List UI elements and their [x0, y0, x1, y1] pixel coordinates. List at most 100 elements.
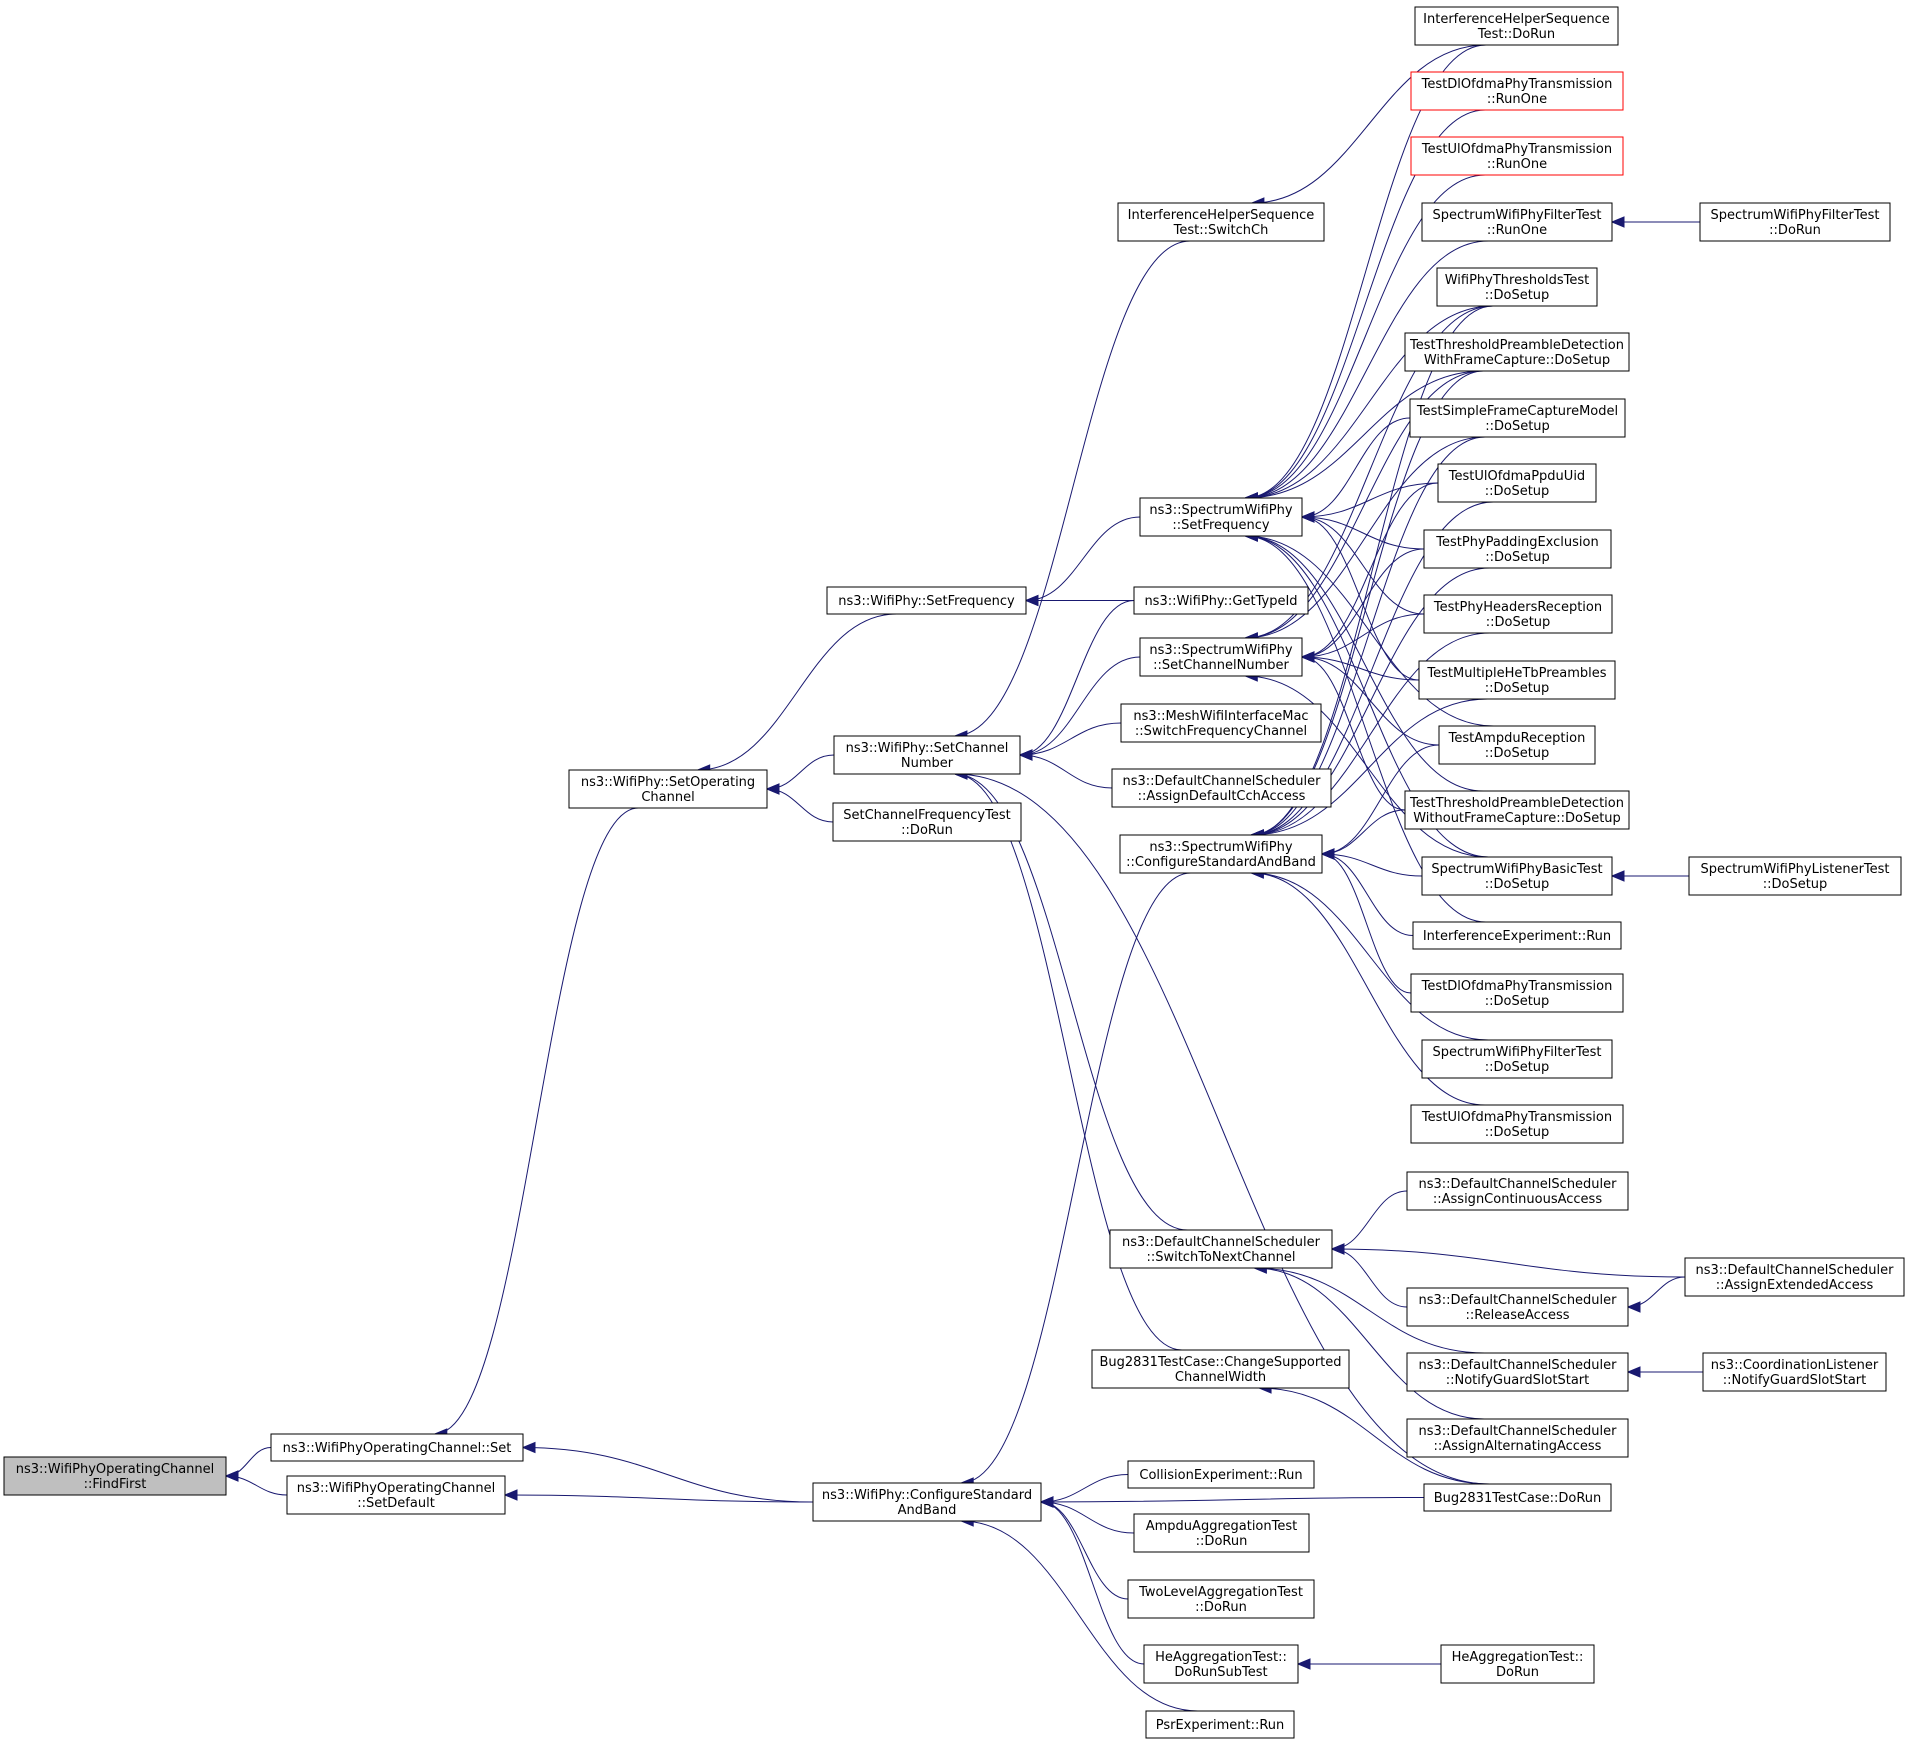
- node-label-line: ns3::WifiPhy::SetOperating: [581, 775, 755, 790]
- node-label-line: ::FindFirst: [84, 1477, 147, 1492]
- node-wpsetchnum[interactable]: ns3::WifiPhy::SetChannelNumber: [833, 735, 1021, 775]
- edge-wpsetchnum-bugdorun: [954, 773, 1490, 1485]
- node-label-line: ::NotifyGuardSlotStart: [1723, 1373, 1867, 1388]
- node-dcsext[interactable]: ns3::DefaultChannelScheduler::AssignExte…: [1684, 1257, 1905, 1297]
- node-box: [1410, 1104, 1624, 1144]
- edge-wpsetchnum-gettypeid: [1019, 600, 1135, 756]
- node-swplistener[interactable]: SpectrumWifiPhyListenerTest::DoSetup: [1688, 856, 1902, 896]
- node-bugchange[interactable]: Bug2831TestCase::ChangeSupportedChannelW…: [1091, 1349, 1350, 1389]
- node-setdefault[interactable]: ns3::WifiPhyOperatingChannel::SetDefault: [286, 1475, 506, 1515]
- node-label-line: ::SetDefault: [357, 1496, 435, 1511]
- node-dcsassigndef[interactable]: ns3::DefaultChannelScheduler::AssignDefa…: [1111, 768, 1332, 808]
- node-label-line: TestUlOfdmaPpduUid: [1448, 469, 1585, 484]
- edge-dcsswitch-dcscont: [1331, 1190, 1408, 1250]
- node-gettypeid[interactable]: ns3::WifiPhy::GetTypeId: [1133, 586, 1309, 615]
- node-bugdorun[interactable]: Bug2831TestCase::DoRun: [1423, 1483, 1612, 1512]
- node-meshsw[interactable]: ns3::MeshWifiInterfaceMac::SwitchFrequen…: [1120, 703, 1322, 743]
- edge-wpsetchnum-dcsassigndef: [1019, 754, 1113, 789]
- node-ttpdwithout[interactable]: TestThresholdPreambleDetectionWithoutFra…: [1404, 790, 1630, 830]
- node-wpthresh[interactable]: WifiPhyThresholdsTest::DoSetup: [1436, 267, 1598, 307]
- node-dcsalt[interactable]: ns3::DefaultChannelScheduler::AssignAlte…: [1406, 1418, 1629, 1458]
- node-label-line: ::SwitchFrequencyChannel: [1135, 724, 1307, 739]
- edge-swpsetchnum-tppe: [1301, 548, 1425, 658]
- node-dcsguard[interactable]: ns3::DefaultChannelScheduler::NotifyGuar…: [1406, 1352, 1629, 1392]
- edge-setopch-wpsetfreq: [697, 613, 897, 771]
- node-heaggsub[interactable]: HeAggregationTest::DoRunSubTest: [1143, 1644, 1299, 1684]
- node-scftest[interactable]: SetChannelFrequencyTest::DoRun: [832, 802, 1022, 842]
- node-swpconfstd[interactable]: ns3::SpectrumWifiPhy::ConfigureStandardA…: [1119, 834, 1323, 874]
- node-box: [1145, 1710, 1295, 1739]
- node-box: [1404, 790, 1630, 830]
- node-dcsswitch[interactable]: ns3::DefaultChannelScheduler::SwitchToNe…: [1109, 1229, 1333, 1269]
- node-ttpdwith[interactable]: TestThresholdPreambleDetectionWithFrameC…: [1404, 332, 1630, 372]
- node-label-line: ::DoSetup: [1485, 746, 1550, 761]
- node-heaggdorun[interactable]: HeAggregationTest::DoRun: [1440, 1644, 1595, 1684]
- node-label-line: ::DoSetup: [1485, 877, 1550, 892]
- node-label-line: ns3::DefaultChannelScheduler: [1419, 1293, 1618, 1308]
- node-tmhtb[interactable]: TestMultipleHeTbPreambles::DoSetup: [1418, 660, 1616, 700]
- edge-setdefault-wpconfstd: [504, 1494, 814, 1503]
- node-dlrunone[interactable]: TestDlOfdmaPhyTransmission::RunOne: [1410, 71, 1624, 111]
- node-swpfiltsetup[interactable]: SpectrumWifiPhyFilterTest::DoSetup: [1421, 1039, 1613, 1079]
- node-label-line: ns3::WifiPhy::GetTypeId: [1144, 594, 1297, 609]
- edge-set-setopch: [434, 807, 639, 1435]
- node-box: [1684, 1257, 1905, 1297]
- edge-dcsswitch-dcsguard: [1254, 1267, 1485, 1354]
- node-label-line: HeAggregationTest::: [1452, 1650, 1584, 1665]
- edge-swpsetfreq-wpthresh: [1245, 305, 1494, 499]
- edge-swpconfstd-dlsetup: [1321, 853, 1412, 994]
- node-tphr[interactable]: TestPhyHeadersReception::DoSetup: [1423, 594, 1613, 634]
- node-label-line: SpectrumWifiPhyFilterTest: [1433, 208, 1602, 223]
- node-label-line: ns3::DefaultChannelScheduler: [1419, 1358, 1618, 1373]
- node-wpconfstd[interactable]: ns3::WifiPhy::ConfigureStandardAndBand: [812, 1482, 1042, 1522]
- node-ampduagg[interactable]: AmpduAggregationTest::DoRun: [1133, 1513, 1310, 1553]
- edge-set-wpconfstd: [522, 1447, 814, 1503]
- node-label-line: ::DoSetup: [1485, 1060, 1550, 1075]
- node-intexp[interactable]: InterferenceExperiment::Run: [1412, 921, 1622, 950]
- node-swpbasic[interactable]: SpectrumWifiPhyBasicTest::DoSetup: [1421, 856, 1613, 896]
- node-label-line: ::AssignExtendedAccess: [1716, 1278, 1874, 1293]
- edge-swpsetchnum-tmhtb: [1301, 656, 1420, 681]
- edge-swpsetchnum-tphr: [1301, 613, 1425, 658]
- node-coordlist[interactable]: ns3::CoordinationListener::NotifyGuardSl…: [1702, 1352, 1887, 1392]
- node-label-line: ::ConfigureStandardAndBand: [1126, 855, 1316, 870]
- node-findfirst[interactable]: ns3::WifiPhyOperatingChannel::FindFirst: [3, 1456, 227, 1496]
- edge-swpsetchnum-tsfcm: [1245, 436, 1486, 639]
- edge-wpconfstd-bugdorun: [1040, 1497, 1425, 1503]
- node-wpsetfreq[interactable]: ns3::WifiPhy::SetFrequency: [826, 586, 1027, 615]
- node-label-line: Bug2831TestCase::ChangeSupported: [1099, 1355, 1341, 1370]
- edge-wpsetchnum-dcsswitch: [954, 773, 1188, 1231]
- node-dcsrelease[interactable]: ns3::DefaultChannelScheduler::ReleaseAcc…: [1406, 1287, 1629, 1327]
- node-tsfcm[interactable]: TestSimpleFrameCaptureModel::DoSetup: [1409, 398, 1626, 438]
- arrowhead-swpbasic-swplistener: [1610, 870, 1625, 882]
- node-tampdu[interactable]: TestAmpduReception::DoSetup: [1438, 725, 1596, 765]
- node-swpsetchnum[interactable]: ns3::SpectrumWifiPhy::SetChannelNumber: [1139, 637, 1303, 677]
- edge-swpsetchnum-ttpdwithout: [1301, 656, 1406, 811]
- node-box: [1702, 1352, 1887, 1392]
- node-label-line: Test::SwitchCh: [1173, 223, 1269, 238]
- edge-wpsetchnum-swpsetchnum: [1019, 656, 1141, 756]
- node-box: [1421, 202, 1613, 242]
- node-box: [1423, 529, 1612, 569]
- node-box: [1421, 1039, 1613, 1079]
- node-swpfiltdorun[interactable]: SpectrumWifiPhyFilterTest::DoRun: [1699, 202, 1891, 242]
- node-label-line: TestMultipleHeTbPreambles: [1426, 666, 1606, 681]
- node-ulrunone[interactable]: TestUlOfdmaPhyTransmission::RunOne: [1410, 136, 1624, 176]
- node-tppe[interactable]: TestPhyPaddingExclusion::DoSetup: [1423, 529, 1612, 569]
- node-twolevel[interactable]: TwoLevelAggregationTest::DoRun: [1127, 1579, 1315, 1619]
- node-swpsetfreq[interactable]: ns3::SpectrumWifiPhy::SetFrequency: [1139, 497, 1303, 537]
- node-label-line: ns3::WifiPhyOperatingChannel: [16, 1462, 215, 1477]
- node-ulsetup[interactable]: TestUlOfdmaPhyTransmission::DoSetup: [1410, 1104, 1624, 1144]
- node-swpfiltrunone[interactable]: SpectrumWifiPhyFilterTest::RunOne: [1421, 202, 1613, 242]
- node-box: [1127, 1579, 1315, 1619]
- node-dcscont[interactable]: ns3::DefaultChannelScheduler::AssignCont…: [1406, 1171, 1629, 1211]
- node-set[interactable]: ns3::WifiPhyOperatingChannel::Set: [270, 1433, 524, 1462]
- node-psrexp[interactable]: PsrExperiment::Run: [1145, 1710, 1295, 1739]
- node-collexp[interactable]: CollisionExperiment::Run: [1127, 1460, 1315, 1489]
- node-tulppdu[interactable]: TestUlOfdmaPpduUid::DoSetup: [1437, 463, 1597, 503]
- node-label-line: AmpduAggregationTest: [1146, 1519, 1297, 1534]
- node-dlsetup[interactable]: TestDlOfdmaPhyTransmission::DoSetup: [1410, 973, 1624, 1013]
